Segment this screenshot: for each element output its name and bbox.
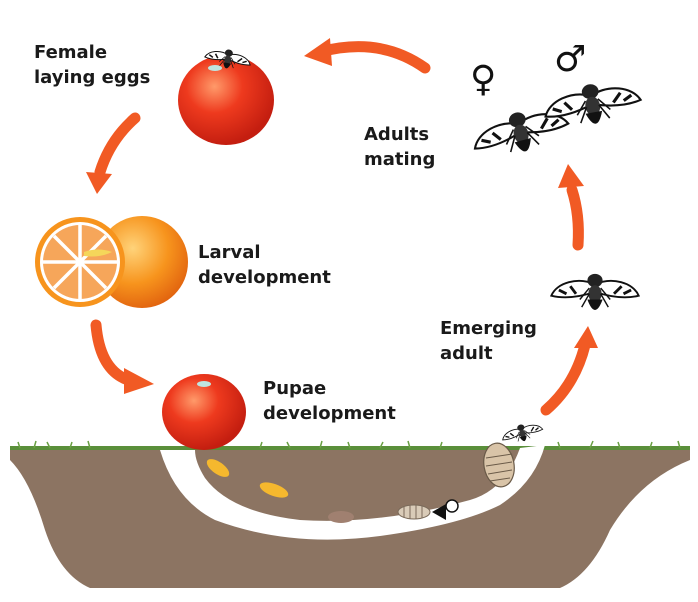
arrow-emerging-to-mating xyxy=(566,184,584,251)
arrow-head-1 xyxy=(304,38,332,66)
male-symbol-icon: ♂ xyxy=(554,39,587,80)
pupa-emerging xyxy=(483,418,546,488)
arrow-head-4 xyxy=(574,326,598,348)
emerging-fly-small-icon xyxy=(499,418,546,448)
arrow-laying-to-larval xyxy=(94,112,141,178)
label-female-laying-eggs: Female laying eggs xyxy=(34,42,151,88)
label-larval-development: Larval development xyxy=(198,242,331,288)
emerging-adult-fly-icon xyxy=(549,272,641,312)
tunnel xyxy=(160,445,545,540)
arrow-head-5 xyxy=(558,164,584,188)
tomato-egg-laying xyxy=(178,44,274,145)
arrow-mating-to-laying xyxy=(314,41,431,74)
larva-in-orange xyxy=(84,249,112,257)
label-emerging-adult: Emerging adult xyxy=(440,318,537,364)
label-pupae-development: Pupae development xyxy=(263,378,396,424)
female-symbol-icon: ♀ xyxy=(470,59,497,100)
orange-larval xyxy=(35,216,188,308)
arrow-head-3 xyxy=(124,368,154,394)
cycle-arrows xyxy=(86,38,598,416)
arrow-pupa-to-emerging xyxy=(540,339,591,416)
label-adults-mating: Adults mating xyxy=(364,124,436,170)
tomato-pupae xyxy=(162,374,246,450)
larvae-in-soil xyxy=(206,459,459,523)
arrow-head-2 xyxy=(86,172,112,194)
arrow-larval-to-pupae xyxy=(90,319,134,386)
